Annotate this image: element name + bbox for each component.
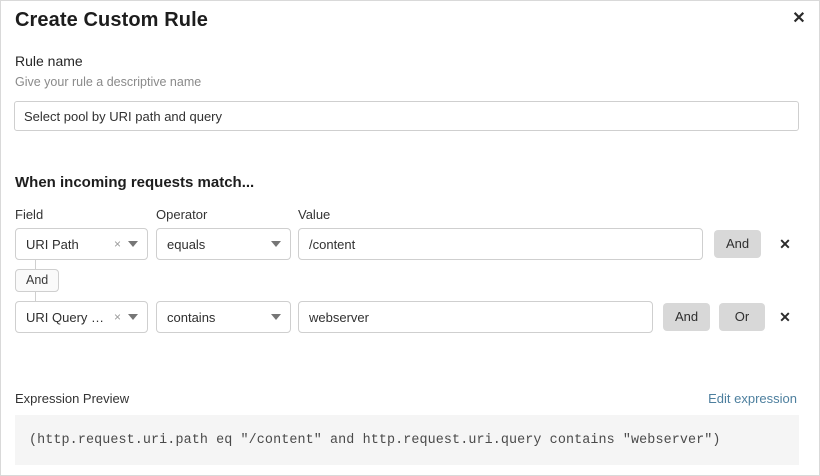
rule-name-help-text: Give your rule a descriptive name [15,75,202,89]
close-icon[interactable]: ✕ [787,7,811,31]
expression-preview-box: (http.request.uri.path eq "/content" and… [15,415,799,465]
chevron-down-icon[interactable] [271,314,281,320]
field-select-1[interactable]: URI Path × [15,228,148,260]
conditions-section-heading: When incoming requests match... [15,174,255,191]
page-title: Create Custom Rule [15,9,208,31]
field-select-1-value: URI Path [26,236,79,252]
chevron-down-icon[interactable] [128,241,138,247]
connector-line-bottom [35,292,36,302]
column-header-operator: Operator [156,207,208,222]
column-header-value: Value [298,207,331,222]
condition-row: URI Path × equals And ✕ [1,228,820,260]
and-button-row-1[interactable]: And [714,230,762,258]
and-button-row-2[interactable]: And [663,303,711,331]
field-select-2-value: URI Query St... [26,309,110,325]
condition-row: URI Query St... × contains And Or ✕ [1,301,820,333]
column-header-field: Field [15,207,44,222]
operator-select-1[interactable]: equals [156,228,291,260]
value-input-1[interactable] [298,228,703,260]
clear-icon[interactable]: × [113,237,121,251]
rule-name-label: Rule name [15,53,83,69]
operator-select-2-value: contains [167,309,216,325]
operator-select-1-value: equals [167,236,206,252]
field-select-2[interactable]: URI Query St... × [15,301,148,333]
clear-icon[interactable]: × [113,310,121,324]
delete-condition-icon-row-2[interactable]: ✕ [773,305,797,329]
connector-line-top [35,260,36,270]
chevron-down-icon[interactable] [128,314,138,320]
operator-select-2[interactable]: contains [156,301,291,333]
or-button-row-2[interactable]: Or [719,303,765,331]
delete-condition-icon-row-1[interactable]: ✕ [773,232,797,256]
edit-expression-link[interactable]: Edit expression [708,391,797,406]
rule-name-input[interactable] [14,101,799,131]
expression-preview-label: Expression Preview [15,391,130,406]
value-input-2[interactable] [298,301,653,333]
expression-preview-code: (http.request.uri.path eq "/content" and… [29,432,721,448]
chevron-down-icon[interactable] [271,241,281,247]
connector-and-badge[interactable]: And [15,269,60,292]
